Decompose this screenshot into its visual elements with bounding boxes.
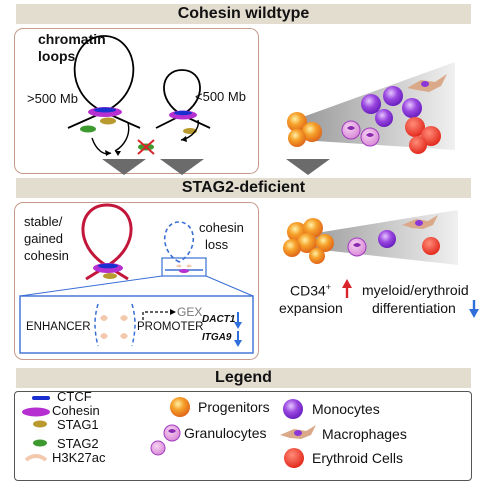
small-loop-label: <500 Mb: [195, 89, 246, 104]
legend-granulocytes: Granulocytes: [184, 425, 267, 441]
enhancer-promoter-box: [19, 295, 254, 354]
cohesin-loss-label-line2: loss: [205, 237, 229, 252]
progenitor-cell: [303, 218, 323, 238]
promoter-label: PROMOTER: [137, 321, 204, 333]
erythroid-legend-icon: [284, 448, 304, 468]
enhancer-label: ENHANCER: [26, 321, 91, 333]
small-chromatin-loop: [163, 69, 201, 116]
h3k27ac-mark: [100, 315, 108, 321]
stag2-green-large: [80, 125, 96, 133]
cohesin-legend-icon: [22, 407, 50, 417]
ctcf-stable: [98, 263, 118, 269]
ctcf-legend-icon: [32, 396, 50, 400]
wildtype-chromatin-panel: [14, 28, 259, 174]
chromatin-loops-label-line2: loops: [38, 48, 76, 64]
stable-cohesin-loop: [81, 203, 133, 268]
cohesin-loss-label-line1: cohesin: [199, 220, 244, 235]
progenitor-cell: [287, 112, 307, 132]
legend-ctcf: CTCF: [57, 389, 92, 404]
legend-cohesin: Cohesin: [52, 403, 100, 418]
large-chromatin-loop: [73, 35, 135, 113]
large-loop-label: >500 Mb: [27, 91, 78, 106]
erythroid-cell: [405, 117, 425, 137]
legend-erythroid-cells: Erythroid Cells: [312, 450, 404, 466]
legend-progenitors: Progenitors: [198, 399, 270, 415]
progenitor-cell: [288, 129, 306, 147]
down-triangle-1: [102, 159, 146, 175]
myeloid-erythroid-label: myeloid/erythroid: [362, 282, 469, 298]
gex-label: GEX: [177, 305, 203, 319]
legend-monocytes: Monocytes: [312, 401, 380, 417]
stag1-legend-icon: [33, 420, 47, 428]
down-triangle-3: [286, 159, 330, 175]
monocyte-legend-icon: [283, 399, 303, 419]
legend-panel: [14, 391, 472, 481]
progenitor-legend-icon: [170, 397, 190, 417]
stag1-stable: [103, 273, 117, 279]
h3k27ac-mark: [120, 315, 128, 321]
stable-cohesin-label-line2: gained: [24, 231, 64, 246]
monocyte-cell: [402, 98, 422, 118]
stable-cohesin-label-line1: stable/: [24, 214, 63, 229]
ctcf-small: [174, 110, 192, 116]
legend-macrophages: Macrophages: [322, 426, 407, 442]
cd34-label: CD34+: [290, 282, 332, 299]
erythroid-cell: [409, 136, 427, 154]
progenitor-cell: [283, 239, 301, 257]
monocyte-cell: [361, 94, 381, 114]
arrow-right: [114, 122, 130, 152]
monocyte-cell: [375, 109, 393, 127]
progenitor-cell: [316, 234, 334, 252]
h3k27ac-legend-icon: [24, 454, 48, 462]
legend-stag2: STAG2: [57, 436, 99, 451]
itga9-gene-label: ITGA9: [202, 332, 232, 343]
stag1-large: [100, 117, 116, 125]
legend-stag1: STAG1: [57, 417, 99, 432]
progenitor-cell: [309, 248, 325, 264]
h3k27ac-mark: [100, 333, 108, 339]
progenitor-cell: [297, 233, 317, 253]
gex-arrow: [142, 311, 170, 320]
monocyte-cell: [378, 230, 396, 248]
stag2-legend-icon: [33, 439, 47, 447]
expansion-label: expansion: [279, 300, 343, 316]
erythroid-cell: [422, 237, 440, 255]
monocyte-cell: [383, 86, 403, 106]
lost-cohesin-loop: [163, 221, 195, 263]
progenitor-cell: [302, 122, 322, 142]
legend-h3k27ac: H3K27ac: [52, 450, 106, 465]
ctcf-large: [94, 107, 116, 113]
blocked-cross-2: [137, 139, 155, 155]
section-header-stag2-deficient: STAG2-deficient: [16, 178, 471, 198]
chromatin-loops-label-line1: chromatin: [38, 31, 106, 47]
section-header-legend: Legend: [16, 368, 471, 388]
down-triangle-2: [160, 159, 204, 175]
dact1-gene-label: DACT1: [202, 314, 236, 325]
stable-cohesin-label-line3: cohesin: [24, 248, 69, 263]
h3k27ac-mark: [120, 333, 128, 339]
zoom-box: [161, 257, 207, 277]
section-header-wildtype: Cohesin wildtype: [16, 4, 471, 24]
differentiation-label: differentiation: [372, 300, 456, 316]
